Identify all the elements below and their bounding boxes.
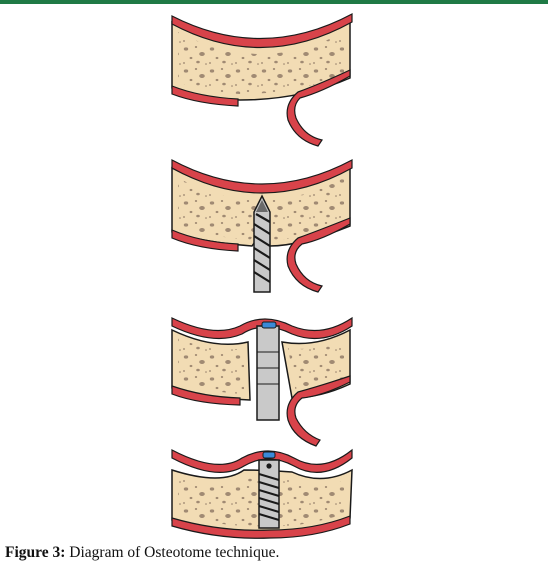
membrane-top: [171, 13, 353, 49]
instrument-tip: [261, 321, 277, 329]
membrane-bottom-right: [286, 69, 351, 147]
membrane-bottom-right: [286, 375, 351, 447]
header-accent-bar: [0, 0, 548, 4]
implant-hole: [266, 463, 272, 469]
instrument-tip: [262, 451, 276, 459]
membrane-bottom-right: [286, 217, 351, 293]
caption-text: Diagram of Osteotome technique.: [65, 544, 280, 561]
step-4-panel: [171, 448, 353, 539]
membrane-top: [171, 448, 353, 473]
figure-caption: Figure 3: Diagram of Osteotome technique…: [5, 544, 279, 562]
membrane-bottom: [171, 515, 351, 539]
step-1-panel: [171, 13, 353, 147]
caption-label: Figure 3:: [5, 544, 66, 561]
step-2-panel: [171, 159, 353, 293]
drill-instrument: [253, 194, 271, 293]
implant-instrument: [258, 451, 280, 529]
membrane-bottom-left: [171, 85, 239, 107]
step-3-panel: [171, 316, 353, 447]
membrane-bottom-left: [171, 229, 239, 252]
membrane-top: [171, 159, 353, 194]
membrane-bottom-left: [171, 385, 241, 406]
osteotome-instrument: [256, 321, 280, 421]
membrane-top: [171, 316, 353, 340]
